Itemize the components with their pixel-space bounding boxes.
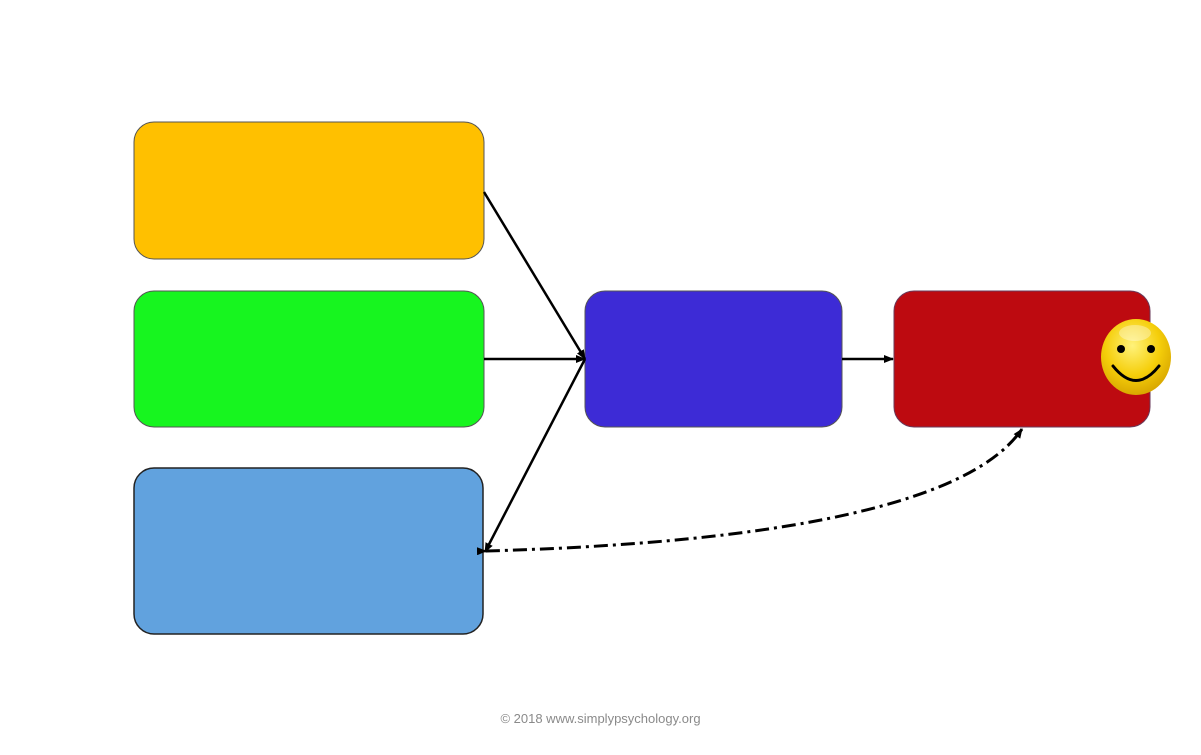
copyright-footer: © 2018 www.simplypsychology.org	[500, 711, 701, 726]
arrow-blue-to-light-blue	[483, 358, 587, 553]
box-light-blue	[133, 467, 484, 635]
arrow-yellow-to-blue	[482, 191, 587, 360]
feedback-arrow-dashed	[476, 428, 1024, 556]
box-yellow	[133, 121, 485, 260]
smiley-face-icon	[1101, 319, 1171, 395]
box-green	[133, 290, 485, 428]
box-blue	[584, 290, 843, 428]
